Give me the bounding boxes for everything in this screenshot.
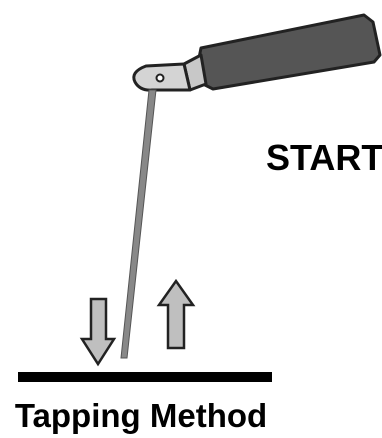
iron-tip: [121, 90, 156, 358]
iron-screw: [157, 75, 164, 82]
iron-handle: [199, 15, 380, 89]
work-surface: [18, 372, 272, 382]
soldering-iron-icon: [121, 15, 380, 358]
start-label: START: [266, 140, 382, 176]
arrow-up-icon: [159, 281, 193, 348]
arrow-down-icon: [82, 299, 114, 364]
diagram-caption: Tapping Method: [0, 399, 282, 432]
